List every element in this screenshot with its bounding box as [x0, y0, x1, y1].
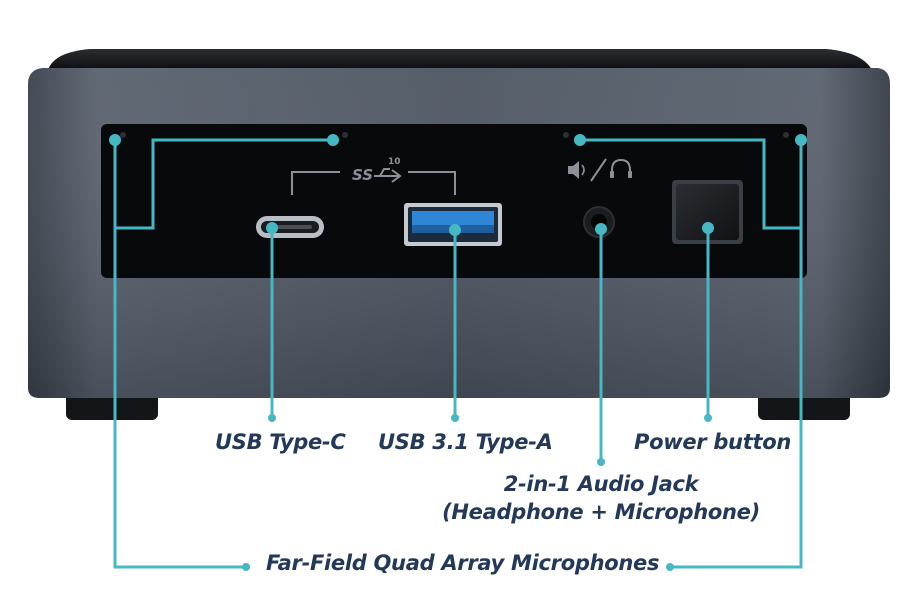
- callout-mics-right: [580, 138, 803, 569]
- usb-trident-icon: [374, 168, 402, 183]
- callout-dots: [109, 134, 807, 571]
- label-usb-3-1-type-a: USB 3.1 Type-A: [378, 430, 553, 454]
- label-audio-jack-line2: (Headphone + Microphone): [442, 500, 760, 524]
- ss-speed-label: 10: [388, 157, 401, 167]
- headphone-icon: [611, 158, 631, 176]
- audio-slash: [590, 158, 607, 182]
- mic-hole-1: [120, 132, 126, 138]
- speaker-icon: [568, 161, 579, 179]
- mic-hole-4: [783, 132, 789, 138]
- ss-logo-icon: SS: [352, 166, 373, 184]
- top-lid: [48, 49, 872, 70]
- callout-mics-left: [113, 138, 333, 569]
- label-usb-type-c: USB Type-C: [215, 430, 346, 454]
- front-panel: [101, 124, 807, 278]
- mic-hole-3: [563, 132, 569, 138]
- label-power-button: Power button: [634, 430, 791, 454]
- label-far-field-microphones: Far-Field Quad Array Microphones: [266, 551, 660, 575]
- usb-bracket: [291, 171, 456, 195]
- label-audio-jack-line1: 2-in-1 Audio Jack: [503, 472, 699, 496]
- mic-hole-2: [342, 132, 348, 138]
- callout-lines: [113, 138, 803, 569]
